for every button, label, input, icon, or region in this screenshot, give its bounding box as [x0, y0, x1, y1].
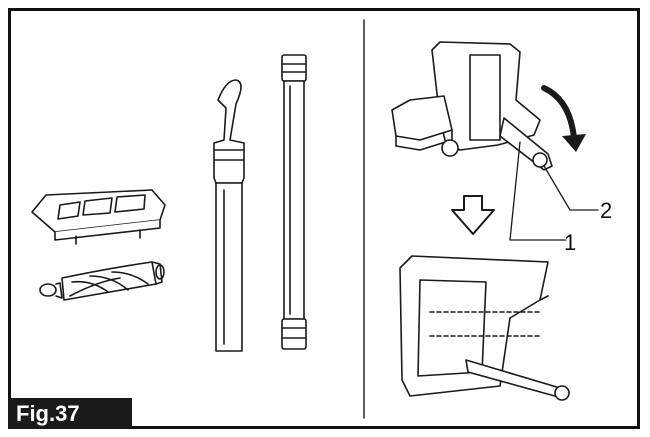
callout-leaders [509, 141, 599, 241]
leader-2 [543, 165, 599, 211]
vacuum-base-icon [391, 41, 553, 171]
hose-icon [281, 54, 307, 350]
nozzle-detail-icon [399, 255, 570, 401]
down-arrow-icon [451, 195, 495, 235]
filter-cover-icon [31, 189, 166, 245]
rotate-arrow-icon [541, 85, 586, 152]
leader-1 [509, 141, 567, 241]
callout-2: 2 [600, 198, 613, 223]
brush-roll-icon [39, 261, 165, 301]
callout-1: 1 [564, 230, 577, 255]
wand-icon [213, 79, 245, 352]
figure-label: Fig.37 [8, 398, 132, 429]
